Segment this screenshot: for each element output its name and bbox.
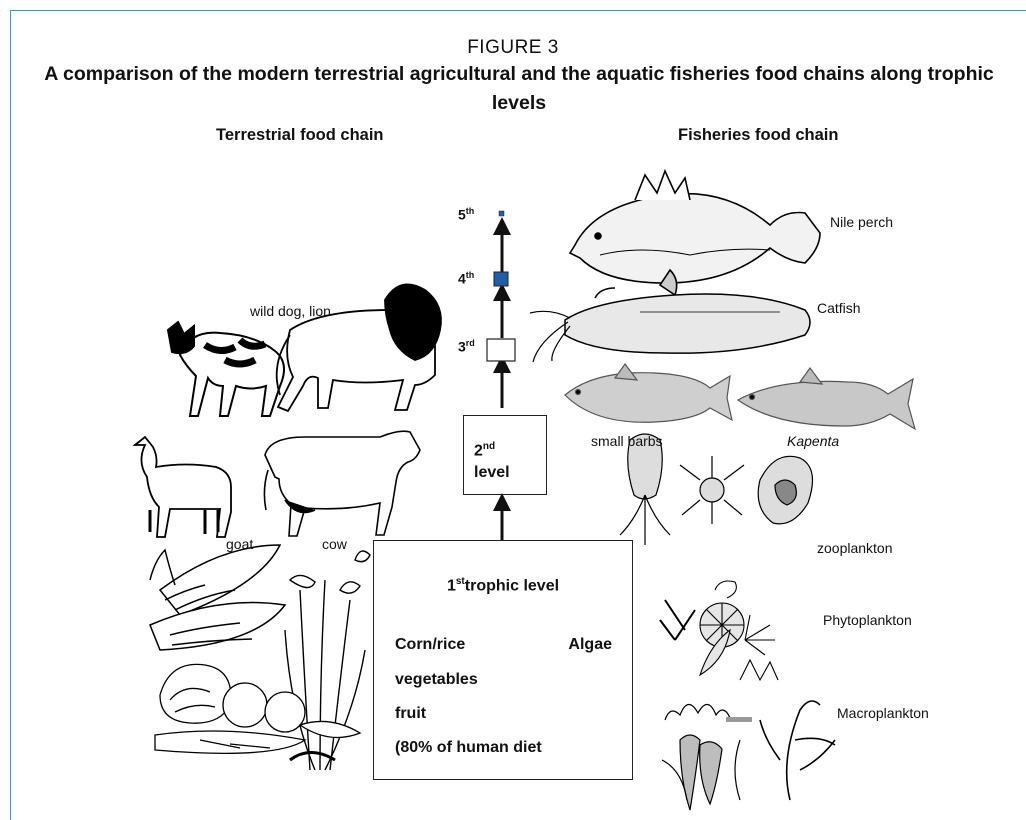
corn-icon — [150, 545, 285, 650]
catfish-label: Catfish — [817, 300, 861, 316]
third-level-box — [487, 339, 515, 361]
fourth-level-box — [494, 272, 508, 286]
small-barbs-icon — [565, 364, 732, 422]
small-barbs-label: small barbs — [591, 433, 663, 449]
nile-perch-icon — [570, 171, 820, 295]
wild-dog-icon — [168, 322, 284, 416]
phytoplankton-icon — [660, 581, 778, 680]
goat-icon — [135, 437, 231, 537]
kapenta-label: Kapenta — [787, 433, 839, 449]
predators-label: wild dog, lion — [250, 303, 331, 319]
second-level-number: 2nd — [474, 441, 495, 460]
first-level-item: fruit — [395, 705, 426, 723]
first-trophic-level-box: 1sttrophic level Corn/rice Algae vegetab… — [373, 540, 633, 780]
first-level-heading: 1sttrophic level — [374, 576, 632, 595]
catfish-icon — [530, 288, 810, 362]
first-level-item: vegetables — [395, 671, 478, 689]
second-level-word: level — [474, 464, 510, 482]
fifth-level-label: 5th — [458, 206, 474, 223]
nile-perch-label: Nile perch — [830, 214, 893, 230]
first-level-item: Corn/rice — [395, 636, 465, 654]
phytoplankton-label: Phytoplankton — [823, 612, 912, 628]
cow-label: cow — [322, 536, 347, 552]
zooplankton-icon — [620, 434, 813, 545]
kapenta-icon — [738, 368, 915, 429]
zooplankton-label: zooplankton — [817, 540, 893, 556]
goat-label: goat — [226, 536, 253, 552]
first-level-item: (80% of human diet — [395, 739, 542, 757]
second-level-box: 2nd level — [463, 415, 547, 495]
fourth-level-label: 4th — [458, 270, 474, 287]
macroplankton-icon — [662, 701, 835, 810]
fifth-level-box — [499, 211, 504, 216]
cow-icon — [264, 431, 420, 536]
macroplankton-label: Macroplankton — [837, 705, 929, 721]
first-level-aquatic-item: Algae — [568, 636, 612, 654]
third-level-label: 3rd — [458, 338, 475, 355]
vegetables-icon — [155, 664, 360, 753]
